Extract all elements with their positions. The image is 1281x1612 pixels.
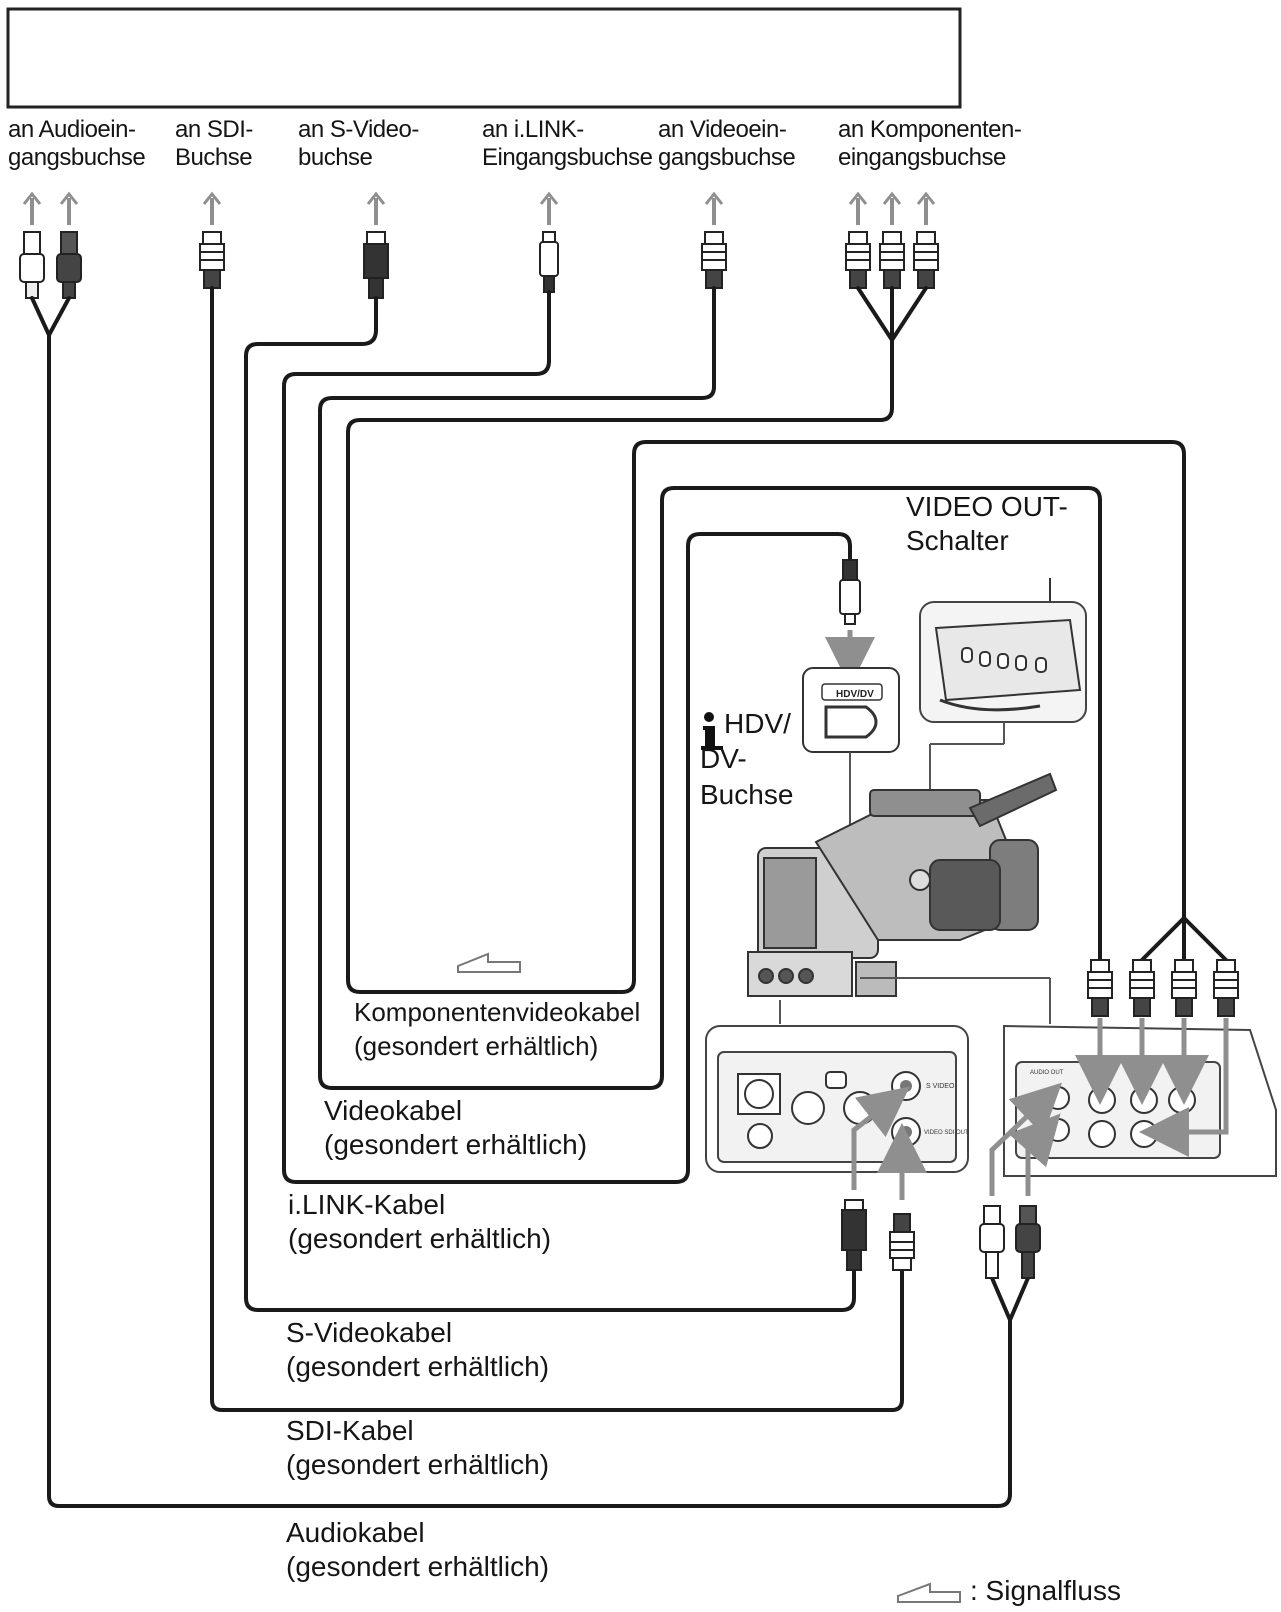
svideo-plug-top [363,231,389,299]
label-ilink-input: an i.LINK- Eingangsbuchse [482,116,653,172]
comp-plug-top-2 [879,231,905,289]
label-component-cable: Komponentenvideokabel (gesondert erhältl… [354,997,641,1061]
camcorder [747,772,1058,997]
input-arrows [22,191,936,225]
audio-plug-bottom-white [979,1205,1005,1279]
label-svideo-input: an S-Video- buchse [298,116,419,172]
video-plug-bottom [1087,959,1113,1017]
sdi-cable [210,286,904,1412]
label-sdi-cable: SDI-Kabel (gesondert erhältlich) [286,1415,550,1481]
label-component-input: an Komponenten- eingangsbuchse [838,116,1022,172]
audio-out-port-text: AUDIO OUT [1030,1070,1064,1076]
video-plug-top [701,231,727,289]
label-video-out-switch: VIDEO OUT- Schalter [906,491,1068,557]
svideo-cable [244,296,856,1312]
sdi-plug-bottom [889,1213,915,1271]
svideo-plug-bottom [841,1199,867,1271]
flow-arrow-component [457,952,521,973]
ilink-plug-camera [839,559,861,625]
audio-plug-white [19,231,45,299]
legend-signal-flow: : Signalfluss [970,1575,1121,1606]
camera-panel-left: S VIDEO VIDEO SDI OUT [705,1025,969,1173]
top-plugs [19,231,939,299]
comp-plug-bottom-3 [1213,959,1239,1017]
label-sdi-input: an SDI- Buchse [175,116,253,172]
audio-plug-bottom-red [1015,1205,1041,1279]
label-video-cable: Videokabel (gesondert erhältlich) [324,1095,588,1161]
ilink-cable [282,290,852,1184]
label-ilink-cable: i.LINK-Kabel (gesondert erhältlich) [288,1189,552,1255]
receiving-device [6,7,962,109]
component-cable [346,286,1228,994]
video-sdi-out-port-text: VIDEO SDI OUT [924,1130,969,1136]
signal-flow-legend-icon [897,1582,961,1603]
label-audio-input: an Audioein- gangsbuchse [8,116,146,172]
video-out-switch-callout [919,578,1087,792]
ilink-icon [701,712,723,750]
label-svideo-cable: S-Videokabel (gesondert erhältlich) [286,1317,550,1383]
label-audio-cable: Audiokabel (gesondert erhältlich) [286,1517,550,1583]
output-flow-arrows [851,1018,1229,1200]
video-cable [318,286,1102,1090]
comp-plug-bottom-1 [1129,959,1155,1017]
sdi-plug-top [199,231,225,289]
s-video-port-text: S VIDEO [926,1083,955,1090]
comp-plug-top-3 [913,231,939,289]
ilink-plug-top [539,231,559,293]
hdv-dv-port-callout: HDV/DV [802,667,900,913]
hdv-dv-port-text: HDV/DV [836,689,874,700]
comp-plug-top-1 [845,231,871,289]
label-hdv-dv-jack: HDV/ DV- Buchse [700,708,794,810]
comp-plug-bottom-2 [1171,959,1197,1017]
bottom-plugs [841,1199,1041,1279]
label-video-input: an Videoein- gangsbuchse [658,116,796,172]
audio-cable [30,296,1030,1508]
audio-plug-red [56,231,82,299]
